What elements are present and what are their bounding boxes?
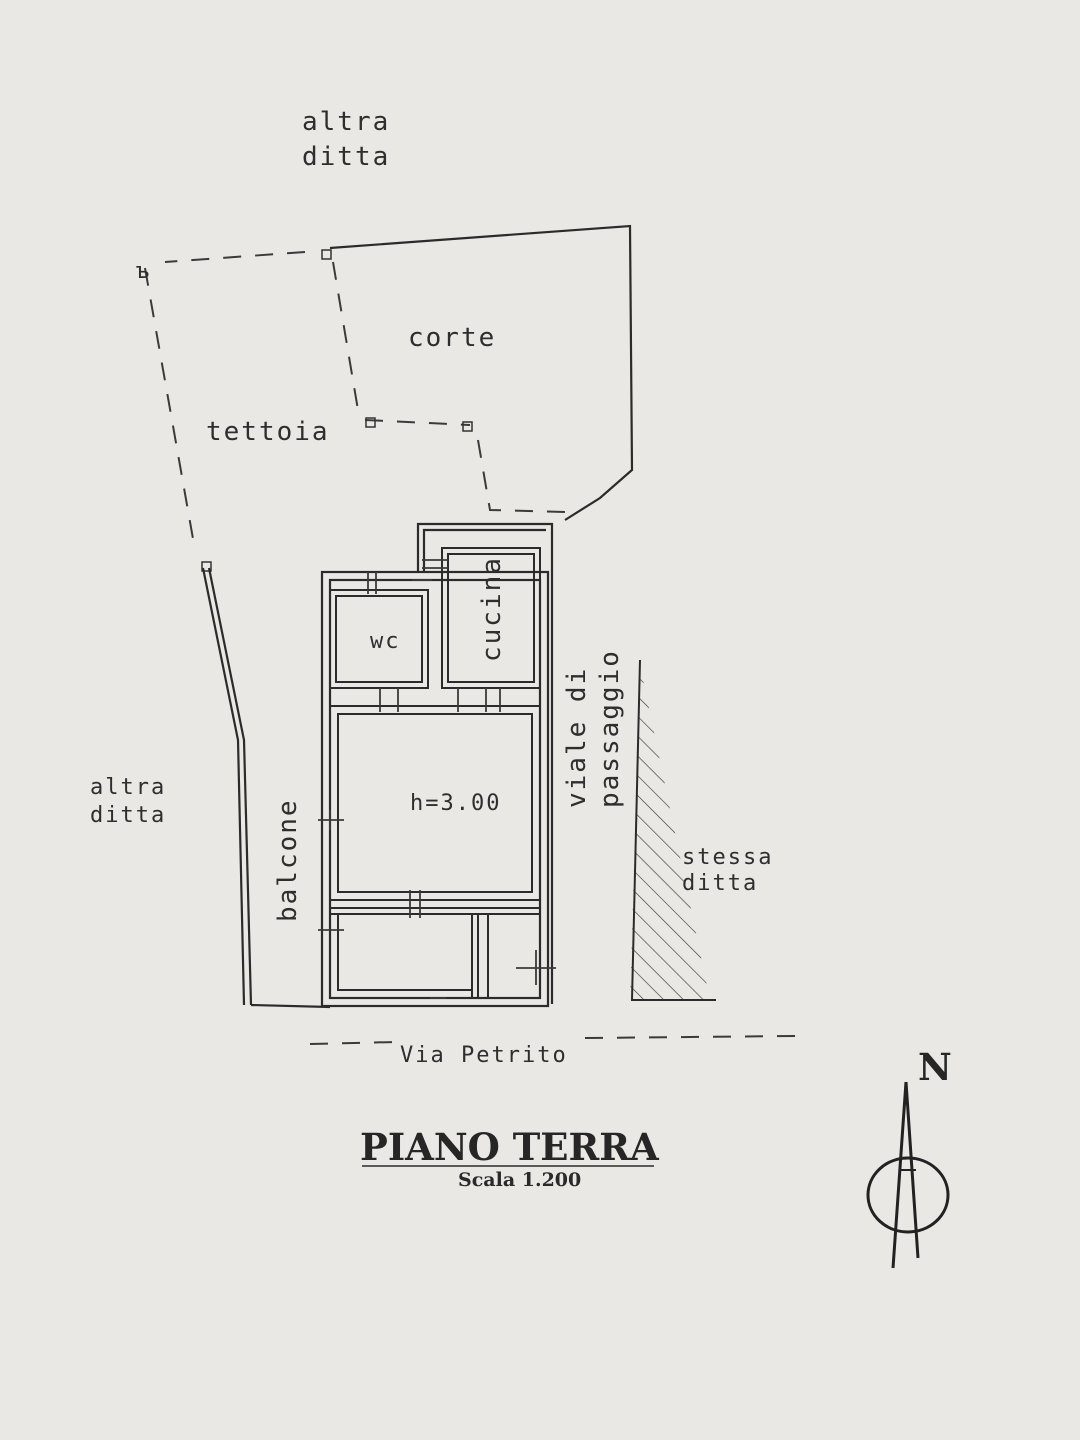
label-left-neighbor-2: ditta xyxy=(90,803,166,828)
north-label: N xyxy=(918,1045,952,1089)
label-top-neighbor-2: ditta xyxy=(302,142,390,172)
label-balcony: balcone xyxy=(273,798,303,922)
label-right-neighbor-1: stessa xyxy=(682,845,773,870)
label-top-neighbor-1: altra xyxy=(302,107,390,137)
label-passage-1: viale di xyxy=(562,667,592,808)
label-street: Via Petrito xyxy=(400,1043,568,1068)
building xyxy=(318,522,556,1008)
drawing-scale: Scala 1.200 xyxy=(458,1169,581,1191)
corner-markers xyxy=(201,249,473,572)
hatched-neighbor-area xyxy=(630,659,716,1001)
label-wc: wc xyxy=(370,629,401,654)
label-room-height: h=3.00 xyxy=(410,791,501,816)
north-arrow-icon xyxy=(866,1081,950,1269)
label-court: corte xyxy=(408,323,496,353)
label-right-neighbor-2: ditta xyxy=(682,871,758,896)
drawing-title: PIANO TERRA xyxy=(360,1125,660,1169)
label-kitchen: cucina xyxy=(477,556,507,662)
left-boundary-wall xyxy=(201,567,331,1009)
svg-text:ъ: ъ xyxy=(136,259,151,284)
label-passage-2: passaggio xyxy=(595,649,625,808)
label-left-neighbor-1: altra xyxy=(90,775,166,800)
street-line xyxy=(309,1035,796,1045)
court-boundary: ъ xyxy=(136,224,634,551)
label-canopy: tettoia xyxy=(206,417,330,447)
